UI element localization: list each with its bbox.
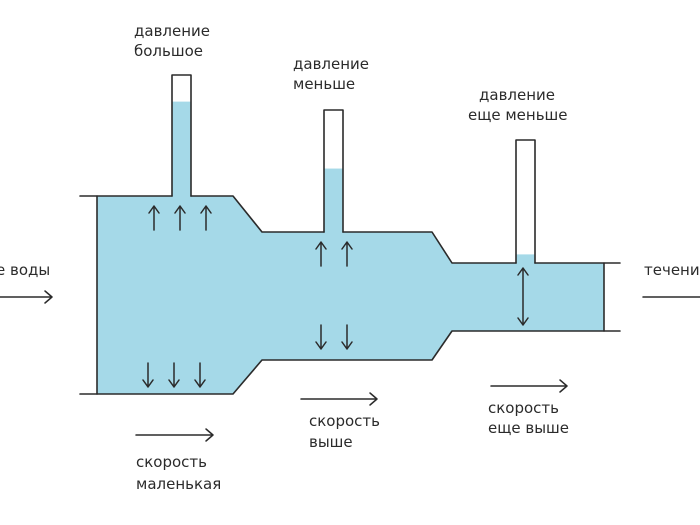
label-speed-higher: скорость выше — [309, 412, 385, 451]
label-flow-in: е воды — [0, 261, 50, 279]
pipe-top-wall — [79, 195, 621, 264]
pressure-arrows-middle — [315, 241, 353, 350]
label-pressure-high: давление большое — [134, 22, 215, 60]
arrow-down-icon — [142, 362, 154, 388]
label-flow-out: течени — [644, 261, 700, 279]
arrow-right-icon — [135, 428, 214, 442]
arrow-right-icon — [0, 290, 53, 304]
tube-1-water — [172, 101, 191, 197]
tube-3-outline — [515, 139, 536, 264]
pipe-water — [97, 196, 604, 394]
arrow-up-icon — [341, 241, 353, 267]
label-pressure-lower: давление меньше — [293, 55, 374, 93]
label-speed-highest: скорость еще выше — [488, 399, 569, 437]
arrow-up-icon — [200, 205, 212, 231]
pipe-bottom-wall — [79, 330, 621, 395]
tube-2-outline — [323, 109, 344, 233]
arrow-right-icon — [490, 379, 568, 393]
arrow-down-icon — [168, 362, 180, 388]
pressure-arrows-down-wide — [142, 362, 206, 388]
arrow-up-icon — [148, 205, 160, 231]
tube-2-water — [324, 168, 343, 233]
tube-1-outline — [171, 74, 192, 197]
arrow-up-icon — [174, 205, 186, 231]
tube-3-water — [516, 254, 535, 264]
arrow-up-down-icon — [517, 267, 529, 326]
pressure-arrows-up-wide — [148, 205, 212, 231]
arrow-up-icon — [315, 241, 327, 267]
label-speed-low: скорость маленькая — [136, 453, 221, 493]
tube-3-bg — [516, 140, 535, 263]
arrow-down-icon — [194, 362, 206, 388]
arrow-down-icon — [315, 324, 327, 350]
arrow-right-icon — [300, 392, 378, 406]
label-pressure-lowest: давление еще меньше — [468, 86, 568, 124]
arrow-down-icon — [341, 324, 353, 350]
